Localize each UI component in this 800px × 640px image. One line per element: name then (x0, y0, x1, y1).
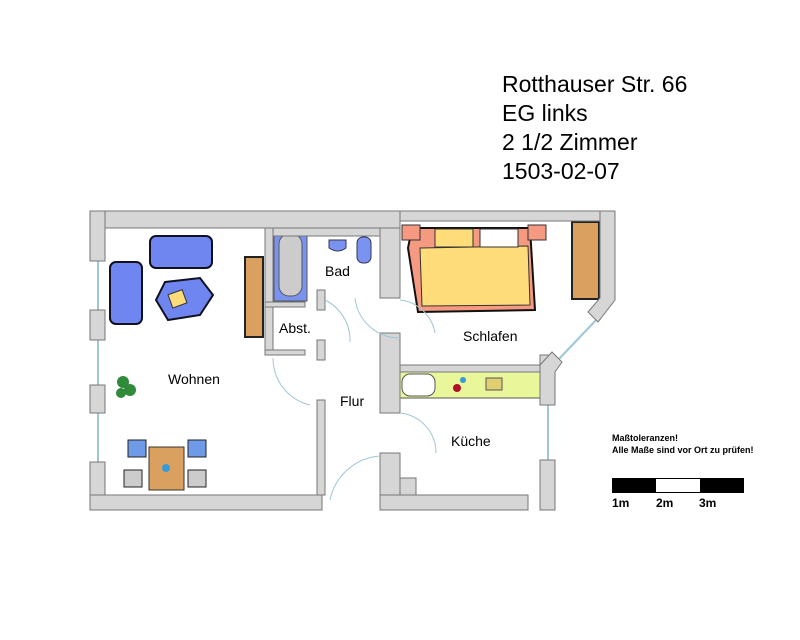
toilet (356, 236, 372, 264)
scale-label-2m: 2m (656, 496, 674, 510)
room-label-abst: Abst. (279, 320, 311, 336)
room-label-wohnen: Wohnen (168, 371, 220, 387)
wardrobe-bedroom (571, 221, 600, 300)
tolerance-note-line1: Maßtoleranzen! (612, 433, 679, 443)
tolerance-note: Maßtoleranzen! Alle Maße sind vor Ort zu… (612, 432, 754, 456)
doors (272, 297, 437, 501)
plan-title-block: Rotthauser Str. 66 EG links 2 1/2 Zimmer… (502, 70, 687, 186)
bathtub (273, 228, 308, 302)
walls (89, 210, 616, 511)
plan-date: 1503-02-07 (502, 158, 620, 184)
windows (97, 260, 599, 470)
sink-bath (328, 239, 347, 252)
room-label-kueche: Küche (451, 433, 491, 449)
dining-table (123, 439, 207, 491)
sofa (109, 235, 215, 325)
tolerance-note-line2: Alle Maße sind vor Ort zu prüfen! (612, 445, 754, 455)
room-label-flur: Flur (340, 393, 364, 409)
room-count: 2 1/2 Zimmer (502, 129, 638, 155)
address: Rotthauser Str. 66 (502, 71, 688, 97)
plant (116, 376, 136, 398)
room-label-schlafen: Schlafen (463, 328, 517, 344)
scale-bar: 1m 2m 3m (612, 478, 744, 510)
room-label-bad: Bad (325, 263, 350, 279)
floor-label: EG links (502, 100, 588, 126)
kitchen-counter (399, 371, 541, 399)
scale-bar-graphic (612, 478, 744, 493)
scale-label-1m: 1m (612, 496, 630, 510)
bed (401, 224, 547, 314)
scale-label-3m: 3m (699, 496, 717, 510)
wardrobe-living (244, 256, 264, 338)
